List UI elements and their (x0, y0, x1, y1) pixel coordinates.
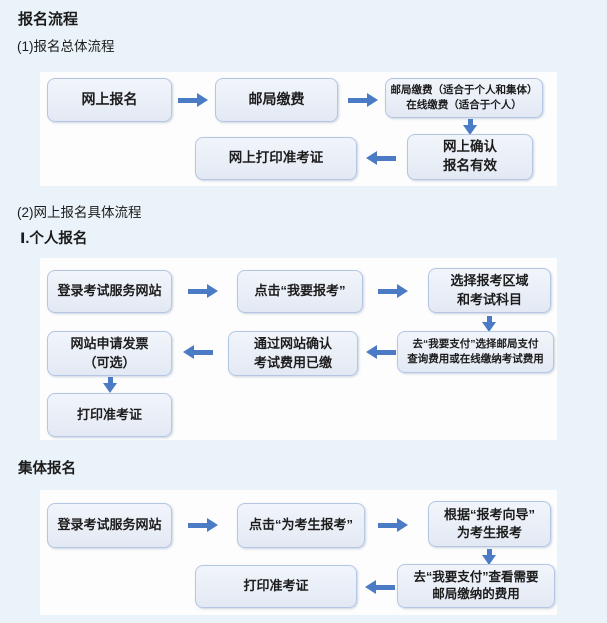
section2-label: (2)网上报名具体流程 (17, 205, 142, 220)
arrow-right-icon (348, 93, 378, 107)
arrow-right-icon (378, 284, 408, 298)
arrow-right-icon (378, 518, 408, 532)
arrow-right-icon (188, 284, 218, 298)
arrow-stem (486, 549, 492, 555)
arrow-left-icon (183, 345, 213, 359)
arrow-stem (348, 97, 367, 103)
arrow-head (183, 345, 194, 359)
node-check-postal-fee: 去“我要支付”查看需要 邮局缴纳的费用 (397, 564, 555, 608)
arrow-head (482, 555, 496, 565)
arrow-stem (467, 119, 473, 125)
node-label-line1: 网上确认 (443, 139, 497, 155)
node-login-exam-site-group: 登录考试服务网站 (47, 503, 172, 548)
node-label: 网上打印准考证 (228, 150, 324, 166)
arrow-right-icon (188, 518, 218, 532)
node-label: 网上报名 (81, 91, 138, 108)
node-online-signup: 网上报名 (47, 78, 172, 122)
arrow-head (103, 383, 117, 393)
arrow-head (207, 518, 218, 532)
arrow-stem (378, 522, 397, 528)
arrow-stem (378, 288, 397, 294)
arrow-left-icon (365, 580, 395, 594)
node-pay-options: 去“我要支付”选择邮局支付 查询费用或在线缴纳考试费用 (397, 331, 554, 373)
node-label-line1: 通过网站确认 (253, 336, 332, 352)
node-label-line1: 去“我要支付”选择邮局支付 (412, 338, 539, 351)
node-label-line2: 为考生报考 (456, 525, 522, 540)
node-label-line2: （可选） (83, 354, 136, 370)
node-invoice-request: 网站申请发票 （可选） (47, 331, 172, 376)
arrow-head (463, 125, 477, 135)
node-postal-payment: 邮局缴费 (215, 78, 338, 122)
node-label-line1: 去“我要支付”查看需要 (413, 569, 539, 584)
node-label: 点击“我要报考” (254, 283, 346, 299)
node-label-line2: 考试费用已缴 (253, 354, 332, 370)
arrow-stem (107, 377, 113, 383)
node-label: 登录考试服务网站 (57, 283, 162, 299)
arrow-right-icon (178, 93, 208, 107)
node-label: 打印准考证 (76, 406, 142, 422)
node-print-admission-ticket: 打印准考证 (47, 393, 172, 437)
node-label-line1: 网站申请发票 (70, 336, 149, 352)
arrow-stem (377, 349, 396, 355)
page-title: 报名流程 (18, 11, 79, 28)
node-label: 邮局缴费 (248, 91, 305, 108)
arrow-stem (486, 316, 492, 322)
arrow-stem (188, 522, 207, 528)
node-label-line1: 选择报考区域 (450, 273, 529, 289)
arrow-head (366, 151, 377, 165)
node-payment-options: 邮局缴费（适合于个人和集体） 在线缴费（适合于个人） (385, 78, 543, 118)
arrow-head (397, 518, 408, 532)
node-follow-wizard: 根据“报考向导” 为考生报考 (428, 501, 551, 547)
node-label-line1: 邮局缴费（适合于个人和集体） (390, 84, 538, 97)
arrow-head (207, 284, 218, 298)
node-label: 登录考试服务网站 (57, 517, 162, 533)
arrow-down-icon (103, 377, 117, 393)
node-click-apply-for-candidates: 点击“为考生报考” (237, 503, 365, 548)
arrow-down-icon (482, 549, 496, 565)
node-label-line2: 查询费用或在线缴纳考试费用 (407, 353, 544, 365)
arrow-head (367, 93, 378, 107)
arrow-head (197, 93, 208, 107)
section2-sub-label: Ⅰ.个人报名 (20, 231, 88, 247)
node-click-apply: 点击“我要报考” (237, 270, 363, 313)
arrow-head (482, 322, 496, 332)
arrow-stem (377, 155, 396, 161)
arrow-stem (376, 584, 395, 590)
node-label-line2: 和考试科目 (456, 291, 522, 307)
node-label-line2: 在线缴费（适合于个人） (406, 99, 522, 111)
node-label-line2: 邮局缴纳的费用 (432, 587, 520, 601)
arrow-down-icon (463, 119, 477, 135)
node-label-line2: 报名有效 (443, 158, 497, 173)
arrow-down-icon (482, 316, 496, 332)
arrow-head (365, 580, 376, 594)
section1-label: (1)报名总体流程 (17, 39, 115, 54)
node-label-line1: 根据“报考向导” (443, 506, 535, 522)
node-login-exam-site: 登录考试服务网站 (47, 270, 172, 313)
arrow-stem (194, 349, 213, 355)
node-confirm-fee-paid: 通过网站确认 考试费用已缴 (228, 331, 358, 376)
arrow-left-icon (366, 151, 396, 165)
node-confirm-registration: 网上确认 报名有效 (407, 134, 533, 180)
node-label: 打印准考证 (243, 578, 309, 594)
arrow-left-icon (366, 345, 396, 359)
node-label: 点击“为考生报考” (248, 517, 353, 533)
node-print-admission-ticket-group: 打印准考证 (195, 565, 357, 608)
arrow-stem (188, 288, 207, 294)
arrow-head (397, 284, 408, 298)
arrow-head (366, 345, 377, 359)
node-print-admission-ticket-online: 网上打印准考证 (195, 137, 357, 180)
arrow-stem (178, 97, 197, 103)
section3-label: 集体报名 (18, 461, 76, 477)
node-select-region-subject: 选择报考区域 和考试科目 (428, 268, 551, 313)
